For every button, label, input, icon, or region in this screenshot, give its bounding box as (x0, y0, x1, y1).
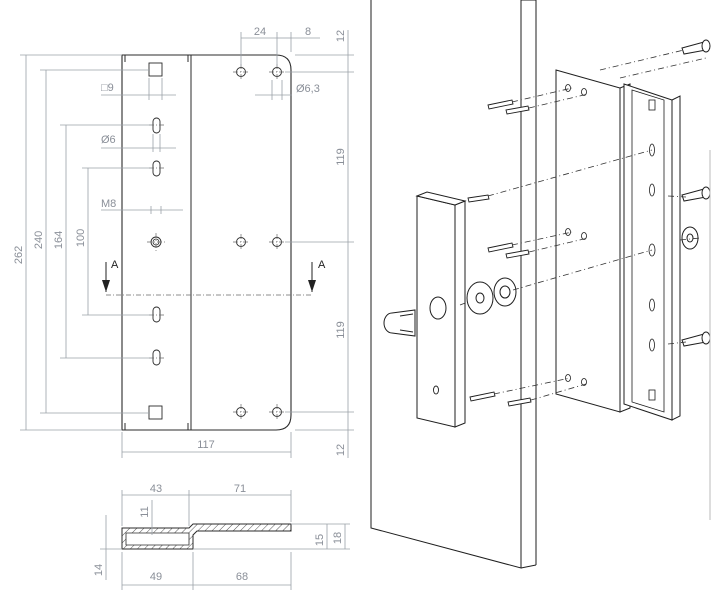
plate-outline (121, 54, 292, 431)
bracket-screws (681, 39, 711, 347)
dim-square-9: □9 (101, 82, 114, 94)
dim-m8: M8 (101, 198, 116, 210)
dim-8: 8 (305, 26, 311, 38)
dim-240: 240 (33, 231, 45, 249)
washers (466, 226, 699, 315)
square-hole-bottom (148, 405, 163, 420)
dim-24: 24 (254, 26, 266, 38)
dim-dia-6-3: Ø6,3 (296, 83, 320, 95)
z-bracket-channel (623, 83, 673, 421)
section-line-a (102, 262, 316, 296)
dimension-lines (20, 30, 354, 458)
corner-notches (124, 55, 189, 430)
mount-holes (233, 64, 285, 420)
section-view: 43 71 11 15 18 14 49 68 (93, 483, 350, 590)
explode-lines (459, 49, 707, 401)
dim-100: 100 (75, 229, 87, 247)
dim-dia-6: Ø6 (101, 134, 116, 146)
dim-12-bottom: 12 (335, 444, 347, 456)
dim-119-lower: 119 (335, 321, 347, 339)
section-dimension-lines (100, 490, 350, 590)
pins (467, 99, 532, 407)
z-bracket-plate (555, 69, 621, 413)
armature-side (454, 200, 466, 428)
dim-49: 49 (150, 571, 162, 583)
dim-14: 14 (93, 564, 105, 576)
slot-holes (149, 117, 164, 366)
thread-hole-m8 (147, 233, 166, 251)
section-label-right: A (318, 259, 326, 271)
bracket-holes (565, 84, 587, 386)
section-label-left: A (111, 259, 119, 271)
armature-top (415, 191, 467, 206)
square-hole-top (148, 62, 163, 77)
dim-11: 11 (139, 506, 151, 517)
dim-262: 262 (13, 246, 25, 264)
armature-screw (383, 309, 416, 337)
dim-43: 43 (150, 483, 162, 495)
dim-12-top: 12 (335, 30, 347, 42)
dim-71: 71 (234, 483, 246, 495)
dim-119-upper: 119 (335, 148, 347, 166)
dim-15: 15 (314, 534, 326, 546)
dim-164: 164 (53, 231, 65, 249)
dim-117: 117 (197, 439, 215, 451)
dim-18: 18 (332, 532, 344, 544)
front-view: A A (13, 26, 354, 458)
isometric-exploded-view (370, 0, 711, 569)
dim-68: 68 (236, 571, 248, 583)
